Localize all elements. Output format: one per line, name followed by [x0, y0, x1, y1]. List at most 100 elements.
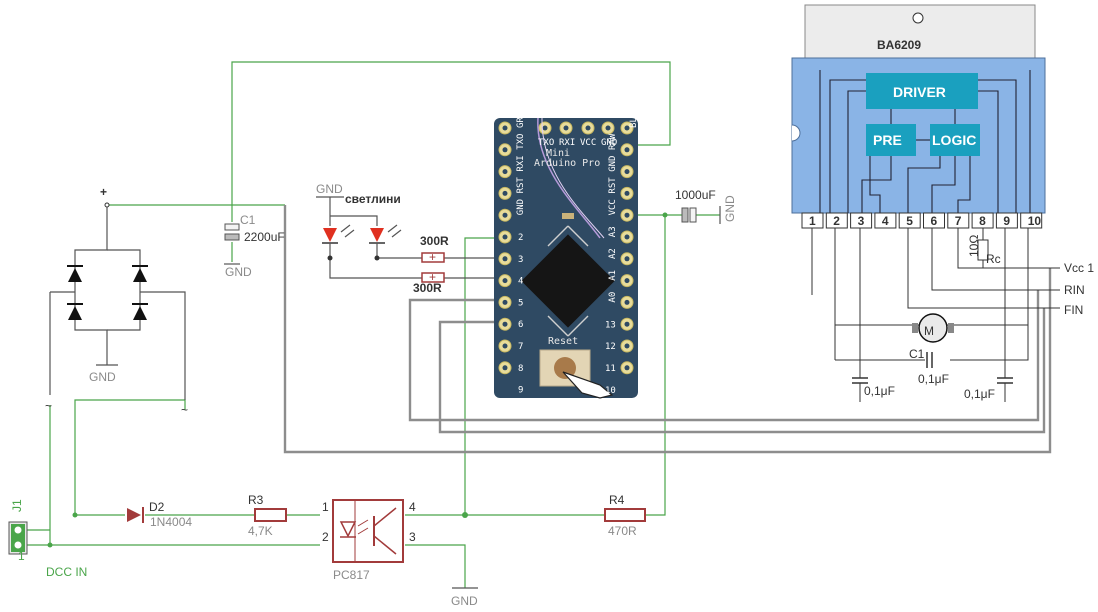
plus-sign1: +	[429, 250, 436, 264]
motor-c1: C1	[909, 347, 925, 361]
arduino-right-pin-label: RST	[608, 177, 618, 194]
r-led2-label: 300R	[413, 281, 442, 295]
cap-mid-label: 0,1μF	[918, 372, 949, 386]
c1-value: 2200uF	[244, 230, 285, 244]
chip-pin-label: 9	[1003, 214, 1010, 228]
block-pre: PRE	[873, 132, 902, 148]
r4-value: 470R	[608, 524, 637, 538]
arduino-top-right-label: BLK	[629, 111, 639, 128]
r-led1-label: 300R	[420, 234, 449, 248]
reset-label: Reset	[548, 336, 578, 347]
arduino-right-pin-label: 10	[605, 386, 616, 396]
led-gnd-label: GND	[316, 182, 343, 196]
arduino-left-pin-label: TXO	[516, 134, 526, 150]
opto-pin3: 3	[409, 530, 416, 544]
chip-pin-label: 3	[858, 214, 865, 228]
ac-left-label: ~	[45, 399, 52, 413]
d2-value: 1N4004	[150, 515, 192, 529]
chip-pin-label: 6	[931, 214, 938, 228]
plus-sign2: +	[429, 270, 436, 284]
chip-pin-box	[995, 212, 1018, 229]
chip-pin-label: 1	[809, 214, 816, 228]
chip-pin-labels: 1 2 3 4 5 6 7 8 9 10	[809, 214, 1041, 228]
chip-pin-box	[1020, 212, 1043, 229]
chip-pin-box	[825, 212, 848, 229]
c1-gnd: GND	[225, 265, 252, 279]
led-section	[316, 196, 445, 283]
chip-pin-label: 7	[955, 214, 962, 228]
res-10-label: 10Ω	[967, 235, 981, 257]
j1-label: J1	[10, 499, 24, 512]
r4-resistor	[604, 508, 646, 522]
vcc-label: Vcc 1	[1064, 261, 1094, 275]
arduino-top-pin-label: VCC	[580, 138, 596, 148]
gray-wires	[283, 205, 1052, 454]
chip-pin-label: 8	[979, 214, 986, 228]
arduino-left-pin-label: 7	[518, 342, 523, 352]
arduino-left-pin-label: 5	[518, 298, 523, 308]
cap-1000-label: 1000uF	[675, 188, 716, 202]
arduino-top-pin-label: TXO	[538, 138, 554, 148]
arduino-top-pin-label: GND	[601, 138, 617, 148]
pc817-optocoupler	[332, 499, 468, 563]
arduino-right-pin-label: 12	[605, 342, 616, 352]
arduino-left-pin-label: 3	[518, 255, 523, 265]
arduino-mini-label: Mini	[546, 148, 570, 159]
chip-pin-label: 5	[906, 214, 913, 228]
r4-ref: R4	[609, 493, 625, 507]
arduino-left-pin-label: 6	[518, 320, 523, 330]
arduino-pin-labels: GRNTXORXIRSTGND23456789RAWGNDRSTVCCA3A2A…	[516, 111, 639, 396]
led-title: светлини	[345, 192, 401, 206]
opto-pin1: 1	[322, 500, 329, 514]
cap-pin9-label: 0,1μF	[964, 387, 995, 401]
cap-1000-gnd: GND	[723, 195, 737, 222]
arduino-right-pin-label: 11	[605, 364, 616, 374]
arduino-left-pin-label: 2	[518, 233, 523, 243]
arduino-left-pin-label: RXI	[516, 155, 526, 171]
arduino-left-pin-label: 9	[518, 386, 523, 396]
plus-label: +	[100, 185, 107, 199]
d2-ref: D2	[149, 500, 165, 514]
arduino-left-pin-label: 4	[518, 277, 523, 287]
arduino-top-pin-label: RXI	[559, 138, 575, 148]
rc-label: Rc	[986, 252, 1001, 266]
arduino-right-pin-label: A1	[608, 270, 618, 281]
cap-1000uf	[662, 206, 721, 224]
dcc-in-label: DCC IN	[46, 565, 87, 579]
chip-pin-box	[898, 212, 921, 229]
green-wires	[25, 61, 720, 588]
chip-pin-label: 4	[882, 214, 889, 228]
c1-ref: C1	[240, 213, 256, 227]
opto-gnd: GND	[451, 594, 478, 608]
chip-pin-label: 10	[1028, 214, 1042, 228]
arduino-right-pin-label: VCC	[608, 199, 618, 215]
arduino-left-pin-label: RST	[516, 177, 526, 194]
arduino-right-pin-label: 13	[605, 320, 616, 330]
rin-label: RIN	[1064, 283, 1085, 297]
arduino-right-pin-label: A0	[608, 292, 618, 303]
motor-label: M	[924, 324, 934, 338]
arduino-right-pin-label: RAW	[608, 133, 618, 150]
d2-diode	[127, 507, 144, 523]
arduino-title: Arduino Pro	[534, 158, 600, 169]
chip-pin-box	[923, 212, 945, 229]
arduino-right-pin-label: A2	[608, 248, 618, 259]
arduino-left-pin-label: 8	[518, 364, 523, 374]
opto-pin2: 2	[322, 530, 329, 544]
ac-right-label: ~	[181, 403, 188, 417]
fin-label: FIN	[1064, 303, 1083, 317]
r3-ref: R3	[248, 493, 264, 507]
block-logic: LOGIC	[932, 132, 976, 148]
arduino-left-pin-label: GRN	[516, 112, 526, 128]
chip-pin-box	[850, 212, 873, 229]
r3-resistor	[254, 508, 287, 522]
chip-pin-box	[874, 212, 897, 229]
j1-connector	[8, 512, 78, 555]
c1-capacitor	[224, 223, 240, 265]
gnd-bridge-label: GND	[89, 370, 116, 384]
arduino-left-pin-label: GND	[516, 199, 526, 215]
chip-pin-label: 2	[833, 214, 840, 228]
arduino-pro-mini	[494, 117, 638, 399]
cap-pin3-label: 0,1μF	[864, 384, 895, 398]
